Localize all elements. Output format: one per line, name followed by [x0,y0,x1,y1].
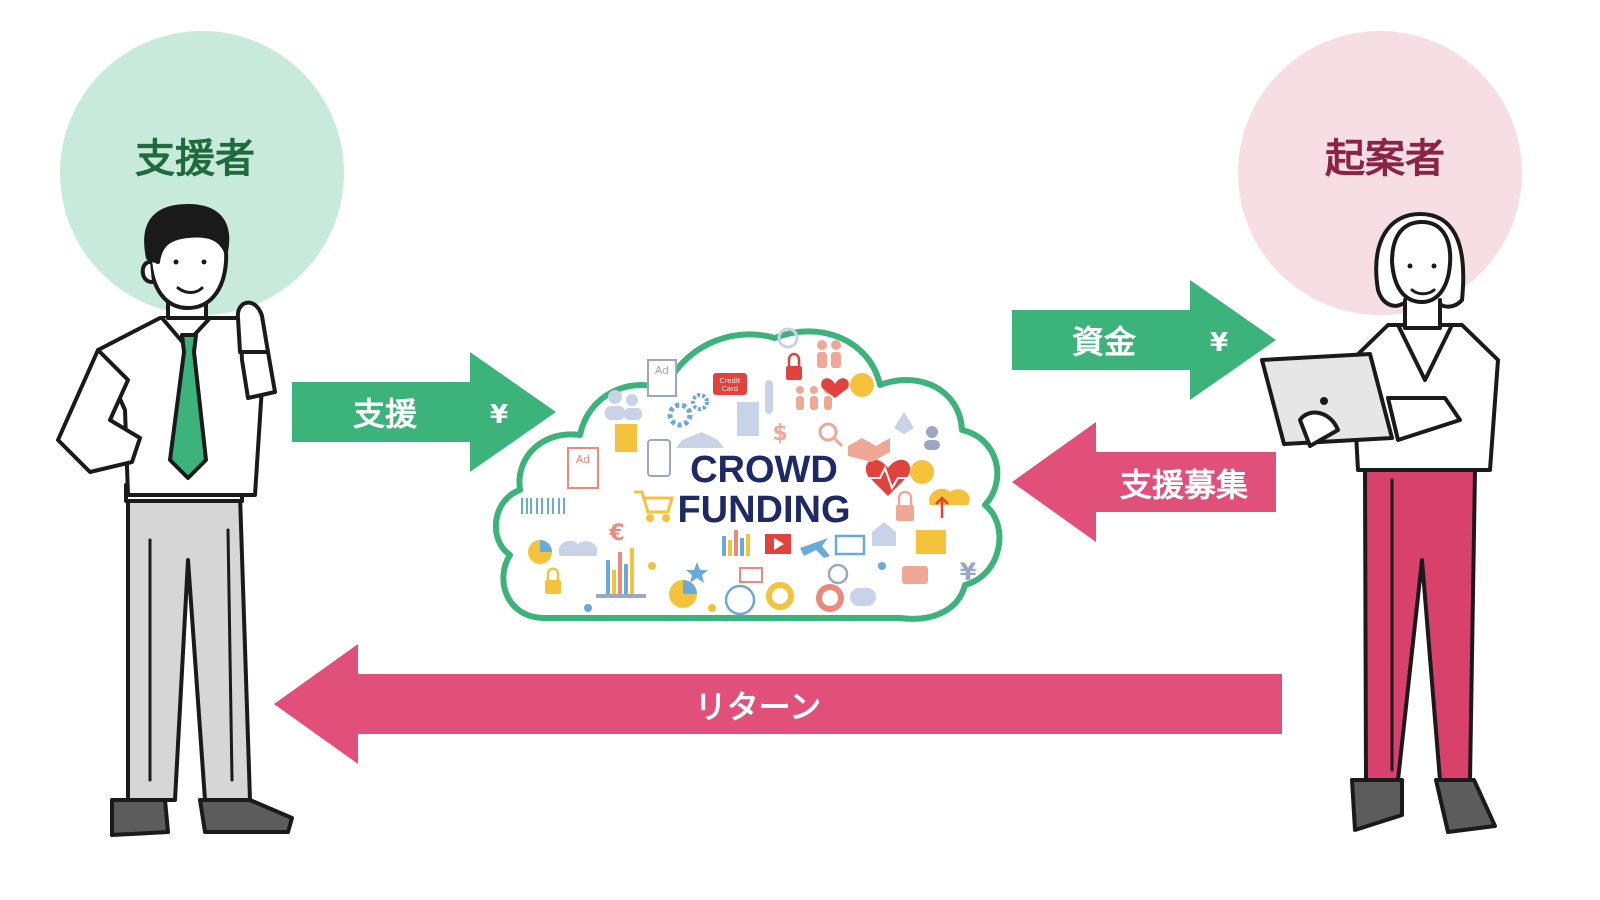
support-arrow [292,352,556,472]
calculator-icon [615,424,637,452]
lock-icon [786,352,802,380]
svg-text:Ad: Ad [655,364,669,377]
euro-icon: € [608,521,624,546]
bar-chart-icon-2 [722,530,750,556]
video-play-icon [774,538,784,550]
barcode-icon [521,498,565,514]
thermometer-icon [765,380,773,414]
dot-decoration-3 [648,562,656,570]
return-arrow-label: リターン [695,688,821,726]
camera-icon [902,566,928,584]
ad-document-icon: Ad [647,359,677,397]
handshake-icon [848,438,890,462]
donut-chart-icon-2 [816,584,844,612]
ad-document-icon-2: Ad [567,447,599,489]
cloud-shape [492,328,1003,622]
chat-icon [850,588,876,606]
lock-icon-3 [545,567,561,594]
people-icon [796,340,841,410]
creator-right-shoe [1434,778,1497,834]
support-arrow-yen: ¥ [490,400,508,430]
phone-icon [647,439,671,477]
recruit-arrow [1012,422,1276,542]
creator-left-shoe [1350,778,1404,832]
creator-head [1390,220,1453,304]
car-icon [676,432,724,448]
bitcoin-icon [910,460,934,484]
heart-icon [821,378,849,398]
dollar-icon: $ [772,421,787,446]
laptop-icon [834,534,866,556]
funds-arrow [1012,280,1276,400]
cloud-title-line1: CROWD [690,449,838,491]
cart-icon [634,490,674,522]
ethereum-icon [894,412,914,434]
pie-slice-2 [683,580,697,594]
dot-decoration-2 [708,604,716,612]
creator-label: 起案者 [1325,136,1445,182]
supporter-circle [60,31,344,315]
svg-text:Credit: Credit [719,377,740,385]
funds-arrow-yen: ¥ [1210,328,1228,358]
svg-text:Ad: Ad [576,453,590,466]
clock-icon [827,563,849,585]
pie-slice [540,540,552,552]
yen-icon: ¥ [960,558,977,586]
return-arrow [274,644,1282,764]
funds-arrow-label: 資金 [1072,323,1137,361]
cloud-icons: Ad Ad Credit Card [521,327,977,616]
user-icon [924,426,940,450]
cloud-title-line2: FUNDING [677,489,850,531]
smile-icon [850,373,874,397]
globe-icon [724,584,756,616]
star-icon [686,562,708,583]
group-icon [605,390,642,420]
house-icon [872,522,896,546]
donut-chart-icon [766,582,794,610]
svg-text:Card: Card [722,385,738,393]
bar-chart-icon [596,548,646,598]
tie [168,333,208,480]
heart-rate-icon [865,459,911,496]
lock-icon-2 [896,490,914,521]
gear-icon [667,402,693,428]
supporter-label: 支援者 [135,136,255,182]
credit-card-icon: Credit Card [713,373,747,395]
search-icon [818,422,844,448]
building-icon [737,402,759,436]
airplane-icon [800,538,830,558]
creator-figure [1260,212,1500,834]
crowdfunding-cloud: Ad Ad Credit Card [492,327,1003,622]
dot-decoration [584,604,592,612]
support-arrow-label: 支援 [353,395,418,433]
right-shoe [198,798,294,834]
left-shoe [110,798,170,837]
calendar-icon [916,530,946,554]
small-cloud-icon [558,540,598,556]
mail-icon [739,567,763,583]
cloud-upload-icon [929,488,970,518]
power-icon [777,327,799,349]
recruit-arrow-label: 支援募集 [1120,466,1248,504]
dot-decoration-4 [878,562,886,570]
supporter-figure [56,204,294,837]
gear-icon-2 [691,393,709,411]
